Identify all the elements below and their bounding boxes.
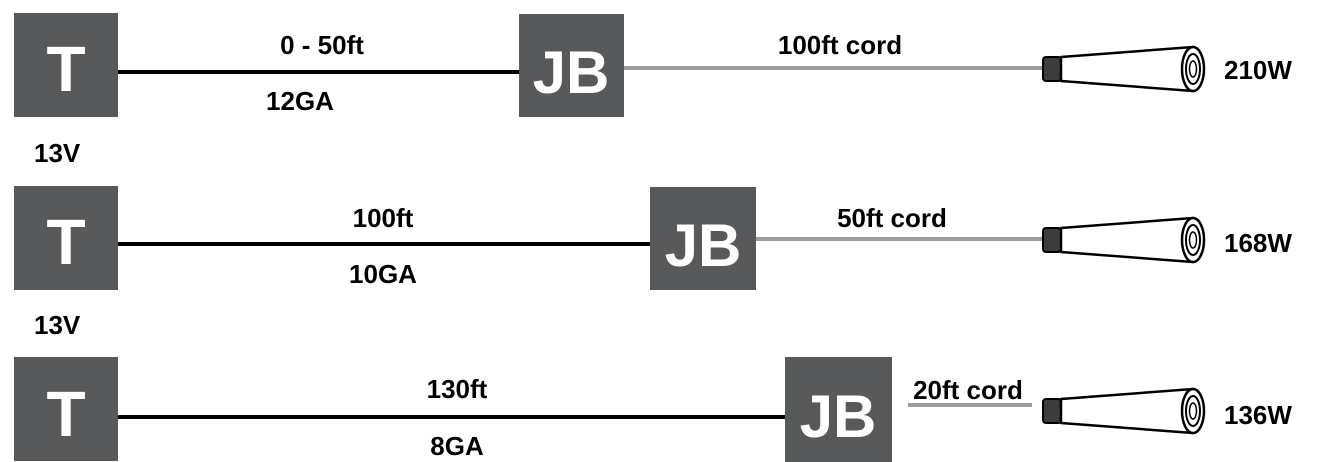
voltage-label: 13V — [34, 310, 81, 340]
run-length-label: 0 - 50ft — [280, 30, 364, 60]
cord-label: 20ft cord — [913, 375, 1023, 405]
cord-label: 100ft cord — [778, 30, 902, 60]
voltage-label: 13V — [34, 138, 81, 168]
well-light-icon — [1042, 216, 1206, 264]
junction-label: JB — [665, 212, 742, 279]
transformer-box — [14, 13, 118, 117]
well-light-icon — [1042, 45, 1206, 93]
wire-gauge-label: 10GA — [349, 259, 417, 289]
transformer-box — [14, 186, 118, 290]
transformer-label: T — [46, 206, 85, 278]
well-light-icon — [1042, 387, 1206, 435]
transformer-label: T — [46, 378, 85, 450]
transformer-box — [14, 357, 118, 461]
wiring-row-1: T JB 0 - 50ft 12GA 100ft cord 210W 13V — [14, 13, 1292, 168]
wattage-label: 210W — [1224, 55, 1292, 85]
wiring-row-2: T JB 100ft 10GA 50ft cord 168W 13V — [14, 186, 1292, 340]
junction-label: JB — [533, 39, 610, 106]
junction-box — [519, 14, 624, 117]
run-length-label: 100ft — [353, 203, 414, 233]
junction-box — [650, 187, 756, 290]
cord-label: 50ft cord — [837, 203, 947, 233]
run-length-label: 130ft — [427, 374, 488, 404]
wire-gauge-label: 8GA — [430, 431, 484, 461]
wattage-label: 168W — [1224, 228, 1292, 258]
wiring-row-3: T JB 130ft 8GA 20ft cord 136W — [14, 357, 1292, 462]
transformer-label: T — [46, 33, 85, 105]
wire-gauge-label: 12GA — [266, 86, 334, 116]
junction-label: JB — [800, 383, 877, 450]
junction-box — [785, 357, 892, 462]
wattage-label: 136W — [1224, 400, 1292, 430]
